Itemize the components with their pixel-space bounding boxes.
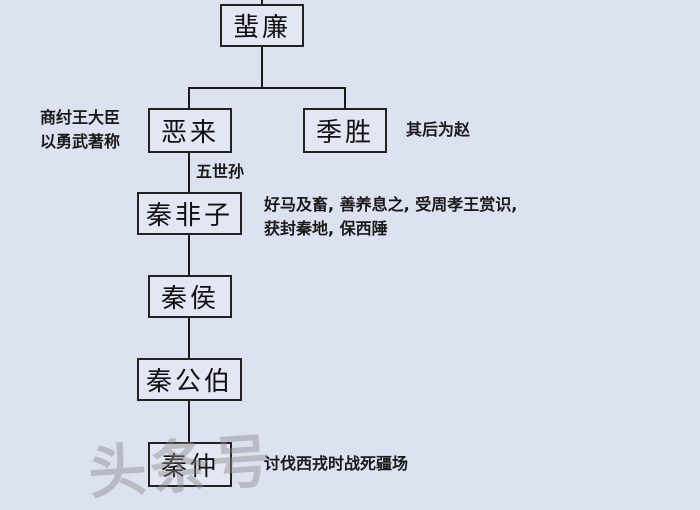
node-jisheng: 季胜: [303, 108, 387, 153]
note-qinfeizi-line1: 好马及畜, 善养息之, 受周孝王赏识,: [264, 195, 518, 214]
node-qingongbo: 秦公伯: [137, 358, 242, 401]
connector-to-jisheng: [344, 87, 346, 109]
note-qinfeizi: 好马及畜, 善养息之, 受周孝王赏识, 获封秦地, 保西陲: [264, 193, 517, 241]
connector-feilian-down: [261, 46, 263, 89]
node-qinfeizi-label: 秦非子: [145, 201, 233, 231]
node-qinhou: 秦侯: [148, 275, 232, 318]
connector-qingongbo-to-qinzhong: [188, 400, 190, 443]
connector-qinhou-to-qingongbo: [188, 317, 190, 359]
note-jisheng: 其后为赵: [406, 118, 470, 142]
connector-branch-horizontal: [188, 87, 346, 89]
note-elai-line2: 以勇武著称: [40, 132, 121, 151]
connector-elai-to-qinfeizi: [188, 152, 190, 193]
connector-to-elai: [188, 87, 190, 109]
note-generation-gap-text: 五世孙: [196, 162, 245, 181]
node-qinzhong: 秦仲: [148, 442, 232, 487]
connector-qinfeizi-to-qinhou: [188, 234, 190, 276]
node-elai: 恶来: [148, 108, 232, 153]
node-qinhou-label: 秦侯: [160, 284, 219, 314]
note-elai-line1: 商纣王大臣: [40, 108, 121, 127]
node-elai-label: 恶来: [160, 118, 219, 148]
note-elai: 商纣王大臣 以勇武著称: [40, 106, 120, 154]
note-jisheng-text: 其后为赵: [406, 120, 471, 139]
note-generation-gap: 五世孙: [196, 160, 244, 184]
node-jisheng-label: 季胜: [315, 118, 374, 148]
genealogy-diagram: 蜚廉 恶来 季胜 秦非子 秦侯 秦公伯 秦仲 商纣王大臣 以勇武著称 其后为赵 …: [40, 0, 517, 507]
node-qingongbo-label: 秦公伯: [145, 367, 233, 397]
node-feilian: 蜚廉: [220, 4, 304, 47]
note-qinzhong: 讨伐西戎时战死疆场: [264, 452, 408, 476]
node-feilian-label: 蜚廉: [232, 13, 291, 43]
note-qinfeizi-line2: 获封秦地, 保西陲: [264, 219, 388, 238]
node-qinfeizi: 秦非子: [137, 192, 242, 235]
node-qinzhong-label: 秦仲: [160, 452, 219, 482]
note-qinzhong-text: 讨伐西戎时战死疆场: [264, 454, 409, 473]
connector-top-to-feilian: [261, 0, 263, 5]
